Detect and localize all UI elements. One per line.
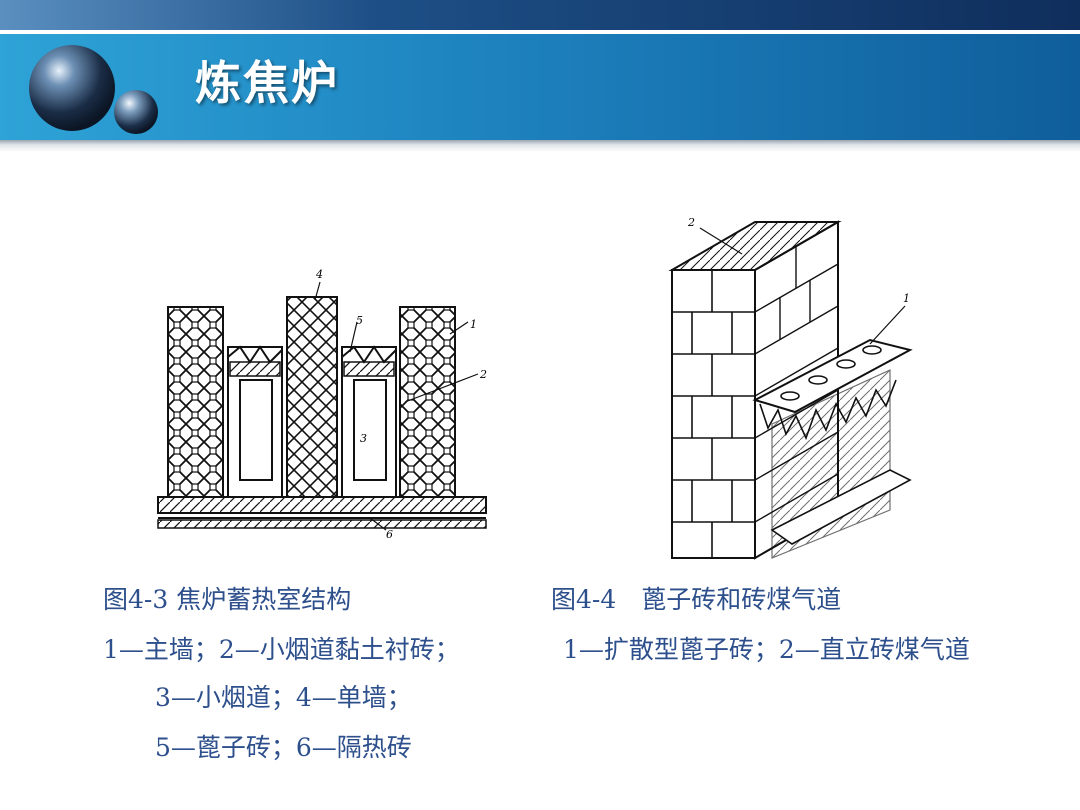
title-banner	[0, 34, 1080, 140]
top-bar	[0, 0, 1080, 30]
left-figure-caption: 图4-3 焦炉蓄热室结构	[103, 585, 352, 614]
label-2: 2	[479, 368, 487, 381]
label-2: 2	[687, 216, 695, 229]
banner-shadow	[0, 140, 1080, 152]
label-6: 6	[386, 528, 393, 541]
sphere-logo-icon	[29, 45, 158, 134]
right-figure-caption: 图4-4 蓖子砖和砖煤气道	[551, 585, 842, 614]
label-1: 1	[470, 318, 477, 331]
regenerator-structure-figure: 4 5 1 2 3 6	[157, 268, 487, 541]
left-legend-line-3: 5—蓖子砖；6—隔热砖	[155, 733, 412, 762]
label-1: 1	[903, 292, 910, 305]
grate-brick-figure: 2 1	[668, 216, 913, 560]
label-5: 5	[356, 314, 363, 327]
right-legend-line-1: 1—扩散型蓖子砖；2—直立砖煤气道	[563, 635, 970, 664]
left-legend-line-2: 3—小烟道；4—单墙；	[155, 683, 412, 712]
divider-line	[0, 30, 1080, 34]
left-legend-line-1: 1—主墙；2—小烟道黏土衬砖；	[103, 635, 460, 664]
label-3: 3	[360, 432, 367, 445]
label-4: 4	[315, 268, 323, 281]
slide-title: 炼焦炉	[195, 56, 339, 110]
